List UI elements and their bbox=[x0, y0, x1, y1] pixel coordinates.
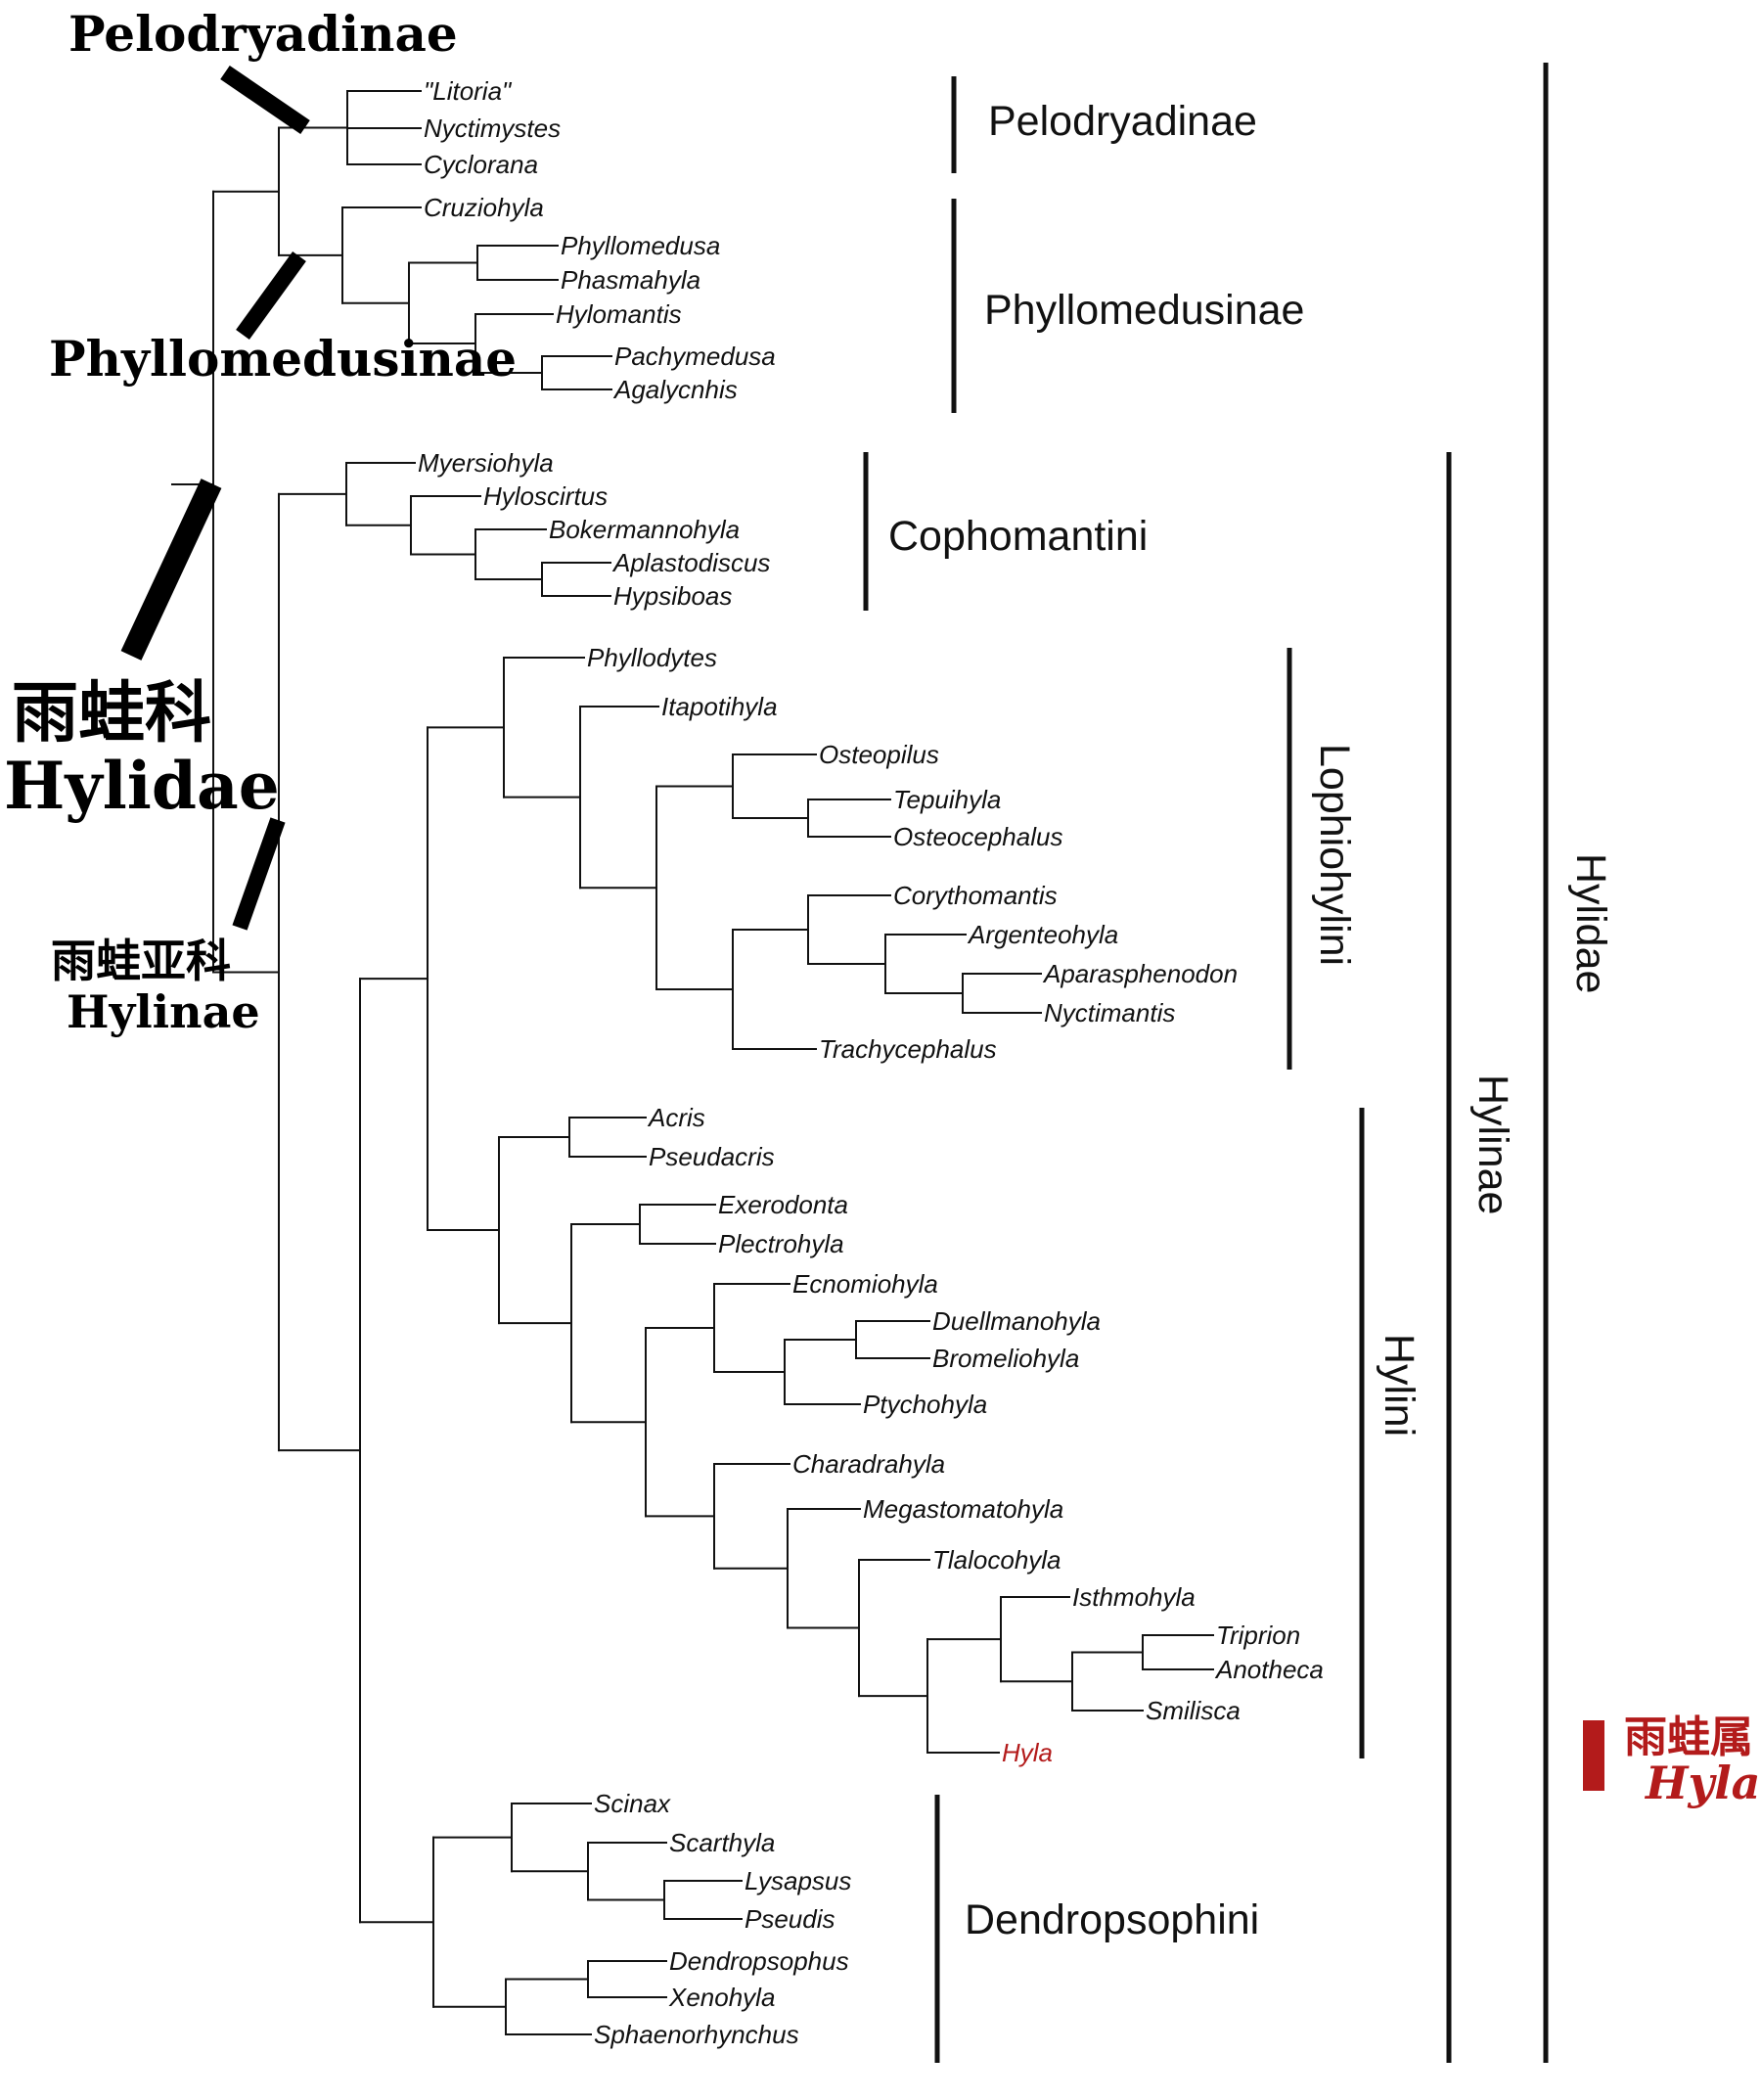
taxon-label-trachycephalus: Trachycephalus bbox=[819, 1034, 997, 1064]
taxon-label-aparasphenodon: Aparasphenodon bbox=[1042, 959, 1238, 988]
annotation-hylidae-latin: Hylidae bbox=[4, 748, 280, 824]
taxon-label-cruziohyla: Cruziohyla bbox=[424, 193, 544, 222]
taxon-label-phasmahyla: Phasmahyla bbox=[561, 265, 700, 295]
clade-bracket-cophomantini: Cophomantini bbox=[863, 452, 1148, 611]
clade-label-lophiohylini: Lophiohylini bbox=[1311, 744, 1358, 966]
annotation-hyla-cn: 雨蛙属 bbox=[1624, 1712, 1753, 1762]
node-marker-hylidae: 雨蛙科 Hylidae bbox=[4, 479, 280, 824]
clade-label-phyllomedusinae: Phyllomedusinae bbox=[984, 287, 1304, 334]
clade-bracket-lophiohylini: Lophiohylini bbox=[1287, 648, 1358, 1070]
clade-label-cophomantini: Cophomantini bbox=[888, 513, 1148, 560]
taxon-label-exerodonta: Exerodonta bbox=[718, 1190, 848, 1219]
taxon-label-ptychohyla: Ptychohyla bbox=[863, 1390, 987, 1419]
taxon-label-scarthyla: Scarthyla bbox=[669, 1828, 775, 1857]
taxon-label-agalycnhis: Agalycnhis bbox=[612, 375, 738, 404]
taxon-label-argenteohyla: Argenteohyla bbox=[967, 920, 1118, 949]
taxon-label-duellmanohyla: Duellmanohyla bbox=[932, 1306, 1101, 1336]
taxon-label-aplastodiscus: Aplastodiscus bbox=[611, 548, 770, 577]
annotation-hylinae-latin: Hylinae bbox=[67, 985, 260, 1038]
clade-label-hylini: Hylini bbox=[1376, 1334, 1422, 1437]
taxon-label-tepuihyla: Tepuihyla bbox=[893, 785, 1001, 814]
annotation-hylidae-cn: 雨蛙科 bbox=[12, 674, 211, 753]
node-marker-phyllomedusinae: Phyllomedusinae bbox=[49, 251, 517, 388]
taxon-label-osteocephalus: Osteocephalus bbox=[893, 822, 1062, 851]
taxon-label-triprion: Triprion bbox=[1216, 1621, 1300, 1650]
taxon-label-nyctimantis: Nyctimantis bbox=[1044, 998, 1175, 1027]
clade-label-hylidae: Hylidae bbox=[1567, 853, 1614, 993]
clade-label-dendropsophini: Dendropsophini bbox=[965, 1896, 1259, 1943]
clade-bracket-pelodryadinae: Pelodryadinae bbox=[951, 76, 1257, 173]
taxon-label-plectrohyla: Plectrohyla bbox=[718, 1229, 844, 1258]
taxon-label-anotheca: Anotheca bbox=[1214, 1655, 1324, 1684]
taxon-label-itapotihyla: Itapotihyla bbox=[661, 692, 778, 721]
taxon-label-hyla: Hyla bbox=[1002, 1738, 1053, 1767]
taxon-label-ecnomiohyla: Ecnomiohyla bbox=[792, 1269, 938, 1299]
taxon-label-cyclorana: Cyclorana bbox=[424, 150, 538, 179]
taxon-label-sphaenorhynchus: Sphaenorhynchus bbox=[594, 2020, 799, 2049]
tree-tip-labels: "Litoria"NyctimystesCycloranaCruziohylaP… bbox=[418, 76, 1324, 2049]
taxon-label-bromeliohyla: Bromeliohyla bbox=[932, 1344, 1079, 1373]
taxon-label-smilisca: Smilisca bbox=[1146, 1696, 1241, 1725]
clade-bracket-hylini: Hylini bbox=[1359, 1108, 1422, 1758]
taxon-label-pachymedusa: Pachymedusa bbox=[614, 342, 776, 371]
taxon-label-charadrahyla: Charadrahyla bbox=[792, 1449, 945, 1479]
clade-label-pelodryadinae: Pelodryadinae bbox=[988, 98, 1257, 145]
taxon-label-bokermannohyla: Bokermannohyla bbox=[549, 515, 740, 544]
node-marker-hylinae: 雨蛙亚科 Hylinae bbox=[51, 817, 286, 1038]
taxon-label-corythomantis: Corythomantis bbox=[893, 881, 1058, 910]
taxon-label-hylomantis: Hylomantis bbox=[556, 299, 682, 329]
taxon-label-osteopilus: Osteopilus bbox=[819, 740, 939, 769]
clade-bracket-phyllomedusinae: Phyllomedusinae bbox=[951, 199, 1304, 413]
taxon-label-scinax: Scinax bbox=[594, 1789, 671, 1818]
taxon-label-xenohyla: Xenohyla bbox=[668, 1983, 775, 2012]
taxon-label-dendropsophus: Dendropsophus bbox=[669, 1946, 849, 1976]
taxon-label-pseudacris: Pseudacris bbox=[649, 1142, 775, 1171]
clade-bracket-hylinae: Hylinae bbox=[1446, 452, 1516, 2063]
annotation-phyllomedusinae: Phyllomedusinae bbox=[49, 330, 517, 388]
taxon-label-nyctimystes: Nyctimystes bbox=[424, 114, 561, 143]
taxon-label-megastomatohyla: Megastomatohyla bbox=[863, 1494, 1063, 1524]
clade-bracket-hylidae: Hylidae bbox=[1543, 63, 1614, 2063]
taxon-label-hyloscirtus: Hyloscirtus bbox=[483, 481, 608, 511]
hyla-genus-highlight: 雨蛙属 Hyla bbox=[1583, 1712, 1760, 1809]
taxon-label-phyllodytes: Phyllodytes bbox=[587, 643, 717, 672]
taxon-label-hypsiboas: Hypsiboas bbox=[613, 581, 732, 611]
node-marker-pelodryadinae: Pelodryadinae bbox=[68, 5, 458, 135]
taxon-label-litoria: "Litoria" bbox=[424, 76, 513, 106]
taxon-label-acris: Acris bbox=[647, 1103, 705, 1132]
tree-branches bbox=[171, 90, 1214, 2035]
taxon-label-lysapsus: Lysapsus bbox=[745, 1866, 851, 1895]
taxon-label-tlalocohyla: Tlalocohyla bbox=[932, 1545, 1061, 1575]
taxon-label-myersiohyla: Myersiohyla bbox=[418, 448, 554, 478]
clade-label-hylinae: Hylinae bbox=[1469, 1074, 1516, 1214]
taxon-label-phyllomedusa: Phyllomedusa bbox=[561, 231, 720, 260]
taxon-label-pseudis: Pseudis bbox=[745, 1904, 835, 1934]
annotation-hyla-latin: Hyla bbox=[1644, 1757, 1760, 1809]
annotation-hylinae-cn: 雨蛙亚科 bbox=[51, 935, 231, 987]
clade-bracket-dendropsophini: Dendropsophini bbox=[934, 1795, 1259, 2063]
annotation-pelodryadinae: Pelodryadinae bbox=[68, 5, 458, 63]
taxon-label-isthmohyla: Isthmohyla bbox=[1072, 1582, 1196, 1612]
